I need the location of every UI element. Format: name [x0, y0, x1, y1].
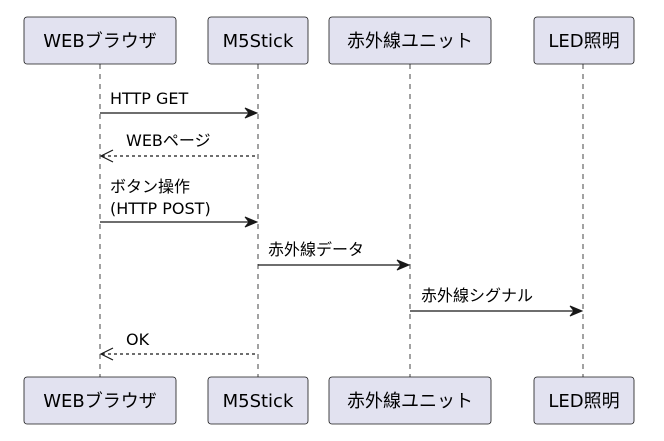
message-label: ボタン操作	[110, 177, 190, 196]
participant-top-ir-unit: 赤外線ユニット	[328, 16, 492, 65]
message-http-get: HTTP GET	[100, 89, 259, 119]
participant-bottom-ir-unit: 赤外線ユニット	[328, 376, 492, 425]
arrowhead-right	[244, 107, 259, 119]
message-ok: OK	[99, 330, 258, 361]
participant-top-led: LED照明	[533, 16, 635, 65]
participant-bottom-m5stick: M5Stick	[207, 376, 309, 425]
message-label: 赤外線シグナル	[421, 286, 533, 305]
message-label: WEBページ	[126, 131, 211, 150]
participant-bottom-led: LED照明	[533, 376, 635, 425]
participant-top-browser: WEBブラウザ	[23, 16, 177, 65]
message-ir-signal: 赤外線シグナル	[410, 286, 584, 317]
participant-label: WEBブラウザ	[43, 390, 157, 412]
arrowhead-left-open	[99, 149, 114, 163]
message-label: OK	[126, 330, 150, 349]
arrowhead-right	[569, 305, 584, 317]
participant-label: LED照明	[548, 391, 619, 412]
arrowhead-right	[396, 259, 411, 271]
message-ir-data: 赤外線データ	[258, 240, 411, 271]
participant-top-m5stick: M5Stick	[207, 16, 309, 65]
message-label: 赤外線データ	[268, 240, 364, 259]
participant-label: LED照明	[548, 31, 619, 52]
arrowhead-left-open	[99, 347, 114, 361]
message-label: (HTTP POST)	[110, 199, 211, 218]
participant-label: WEBブラウザ	[43, 30, 157, 52]
participant-label: M5Stick	[223, 391, 294, 412]
message-web-page: WEBページ	[99, 131, 258, 163]
participant-label: M5Stick	[223, 31, 294, 52]
arrowhead-right	[244, 216, 259, 228]
message-button-operation: ボタン操作 (HTTP POST)	[100, 177, 259, 228]
participant-label: 赤外線ユニット	[347, 31, 473, 52]
participant-label: 赤外線ユニット	[347, 391, 473, 412]
message-label: HTTP GET	[110, 89, 189, 108]
participant-bottom-browser: WEBブラウザ	[23, 376, 177, 425]
